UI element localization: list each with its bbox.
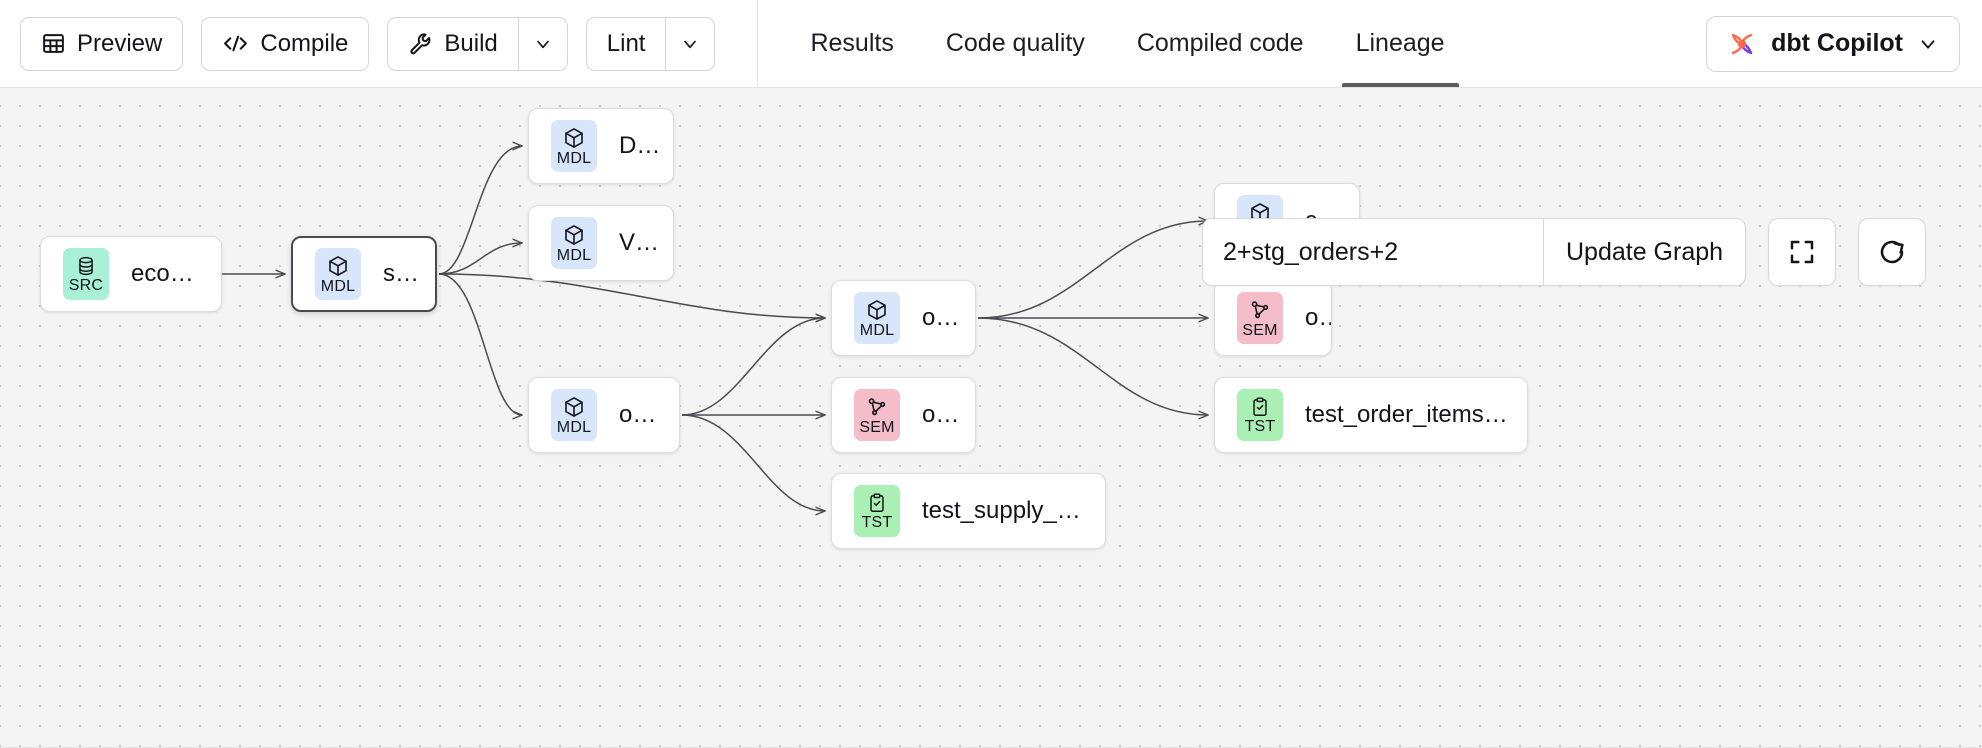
node-label: orders [922,304,975,331]
cube-icon [562,126,586,150]
tab-results[interactable]: Results [784,0,919,87]
table-icon [41,31,66,56]
dbt-copilot-label: dbt Copilot [1771,29,1903,57]
code-icon [222,31,249,56]
node-type-badge-tst: TST [1237,389,1283,441]
lineage-node-test_order_items[interactable]: TST test_order_items_compute_to_bools_c… [1214,377,1528,453]
chevron-down-icon [533,34,553,54]
editor-toolbar: Preview Compile [0,0,759,87]
node-type-badge-mdl: MDL [551,217,597,269]
cube-icon [562,395,586,419]
lint-button[interactable]: Lint [587,18,666,70]
tab-compiled-code-label: Compiled code [1136,29,1304,57]
node-type-label: TST [861,513,893,531]
chevron-down-icon [680,34,700,54]
cube-icon [326,254,350,278]
lineage-node-order_item_sem[interactable]: SEM order_item [831,377,976,453]
database-icon [75,255,97,277]
lineage-node-order_items[interactable]: MDL order_items [528,377,680,453]
lineage-node-orders_mdl[interactable]: MDL orders [831,280,976,356]
header-right: dbt Copilot [1706,15,1982,72]
lineage-node-test_supply[interactable]: TST test_supply_costs_sum_correctly [831,473,1106,549]
lineage-node-ecom_raw_orders[interactable]: SRC ecom.raw_orders [40,236,222,312]
cube-icon [865,298,889,322]
node-type-badge-tst: TST [854,485,900,537]
node-type-label: SRC [68,276,104,294]
graph-selector-input[interactable] [1203,219,1543,285]
dbt-copilot-icon [1727,29,1757,59]
lineage-node-orders_sem[interactable]: SEM orders [1214,280,1332,356]
node-type-badge-mdl: MDL [315,248,361,300]
lint-split-button: Lint [585,16,716,71]
tab-results-label: Results [810,29,894,57]
build-button[interactable]: Build [388,18,517,70]
tab-lineage-label: Lineage [1355,29,1445,57]
preview-label: Preview [77,29,163,57]
dbt-copilot-button[interactable]: dbt Copilot [1706,15,1960,72]
fullscreen-icon [1787,237,1817,267]
node-type-badge-mdl: MDL [551,389,597,441]
update-graph-label: Update Graph [1566,237,1724,266]
node-label: test_supply_costs_sum_correctly [922,497,1105,524]
update-graph-button[interactable]: Update Graph [1543,219,1746,285]
graph-node-icon [1248,298,1272,322]
node-label: VE_Demo [619,229,673,256]
node-label: stg_orders [383,260,435,287]
node-label: test_order_items_compute_to_bools_c… [1305,401,1527,428]
node-type-label: SEM [859,418,895,436]
refresh-icon [1877,237,1907,267]
lineage-node-ve_demo[interactable]: MDL VE_Demo [528,205,674,281]
node-type-label: MDL [556,246,592,264]
compile-label: Compile [260,29,349,57]
tab-code-quality-label: Code quality [945,29,1085,57]
graph-controls: Update Graph [1202,218,1927,286]
toolbar-divider [757,0,759,87]
cube-icon [562,223,586,247]
node-type-badge-src: SRC [63,248,109,300]
chevron-down-icon [1917,33,1939,55]
node-type-badge-sem: SEM [1237,292,1283,344]
node-type-label: SEM [1242,321,1278,339]
clipboard-check-icon [866,492,888,514]
node-type-badge-mdl: MDL [551,120,597,172]
build-label: Build [444,29,498,57]
graph-node-icon [865,395,889,419]
node-label: ecom.raw_orders [131,260,221,287]
fullscreen-button[interactable] [1768,218,1837,286]
lineage-canvas[interactable]: Update Graph [0,88,1982,748]
node-type-label: MDL [859,321,895,339]
lineage-edges [222,88,1982,748]
node-type-badge-mdl: MDL [854,292,900,344]
node-label: orders [1305,304,1331,331]
lineage-node-stg_orders[interactable]: MDL stg_orders [291,236,437,312]
result-pane-tabs: Results Code quality Compiled code Linea… [784,0,1470,87]
node-label: Demo [619,132,673,159]
tab-compiled-code[interactable]: Compiled code [1111,0,1330,87]
app-header: Preview Compile [0,0,1982,88]
tab-lineage[interactable]: Lineage [1330,0,1471,87]
tab-code-quality[interactable]: Code quality [920,0,1111,87]
clipboard-check-icon [1249,396,1271,418]
build-dropdown-toggle[interactable] [517,17,567,70]
node-type-label: MDL [556,418,592,436]
build-split-button: Build [387,16,568,71]
preview-button[interactable]: Preview [20,16,184,71]
node-type-label: MDL [556,149,592,167]
node-label: order_items [619,401,679,428]
lint-dropdown-toggle[interactable] [665,17,714,70]
node-label: order_item [922,401,975,428]
node-type-label: TST [1244,417,1276,435]
node-type-badge-sem: SEM [854,389,900,441]
wrench-icon [408,31,433,56]
refresh-button[interactable] [1858,218,1927,286]
lineage-node-demo[interactable]: MDL Demo [528,108,674,184]
graph-selector-group: Update Graph [1202,218,1747,286]
compile-button[interactable]: Compile [201,16,370,71]
node-type-label: MDL [320,277,356,295]
lint-label: Lint [606,29,646,57]
